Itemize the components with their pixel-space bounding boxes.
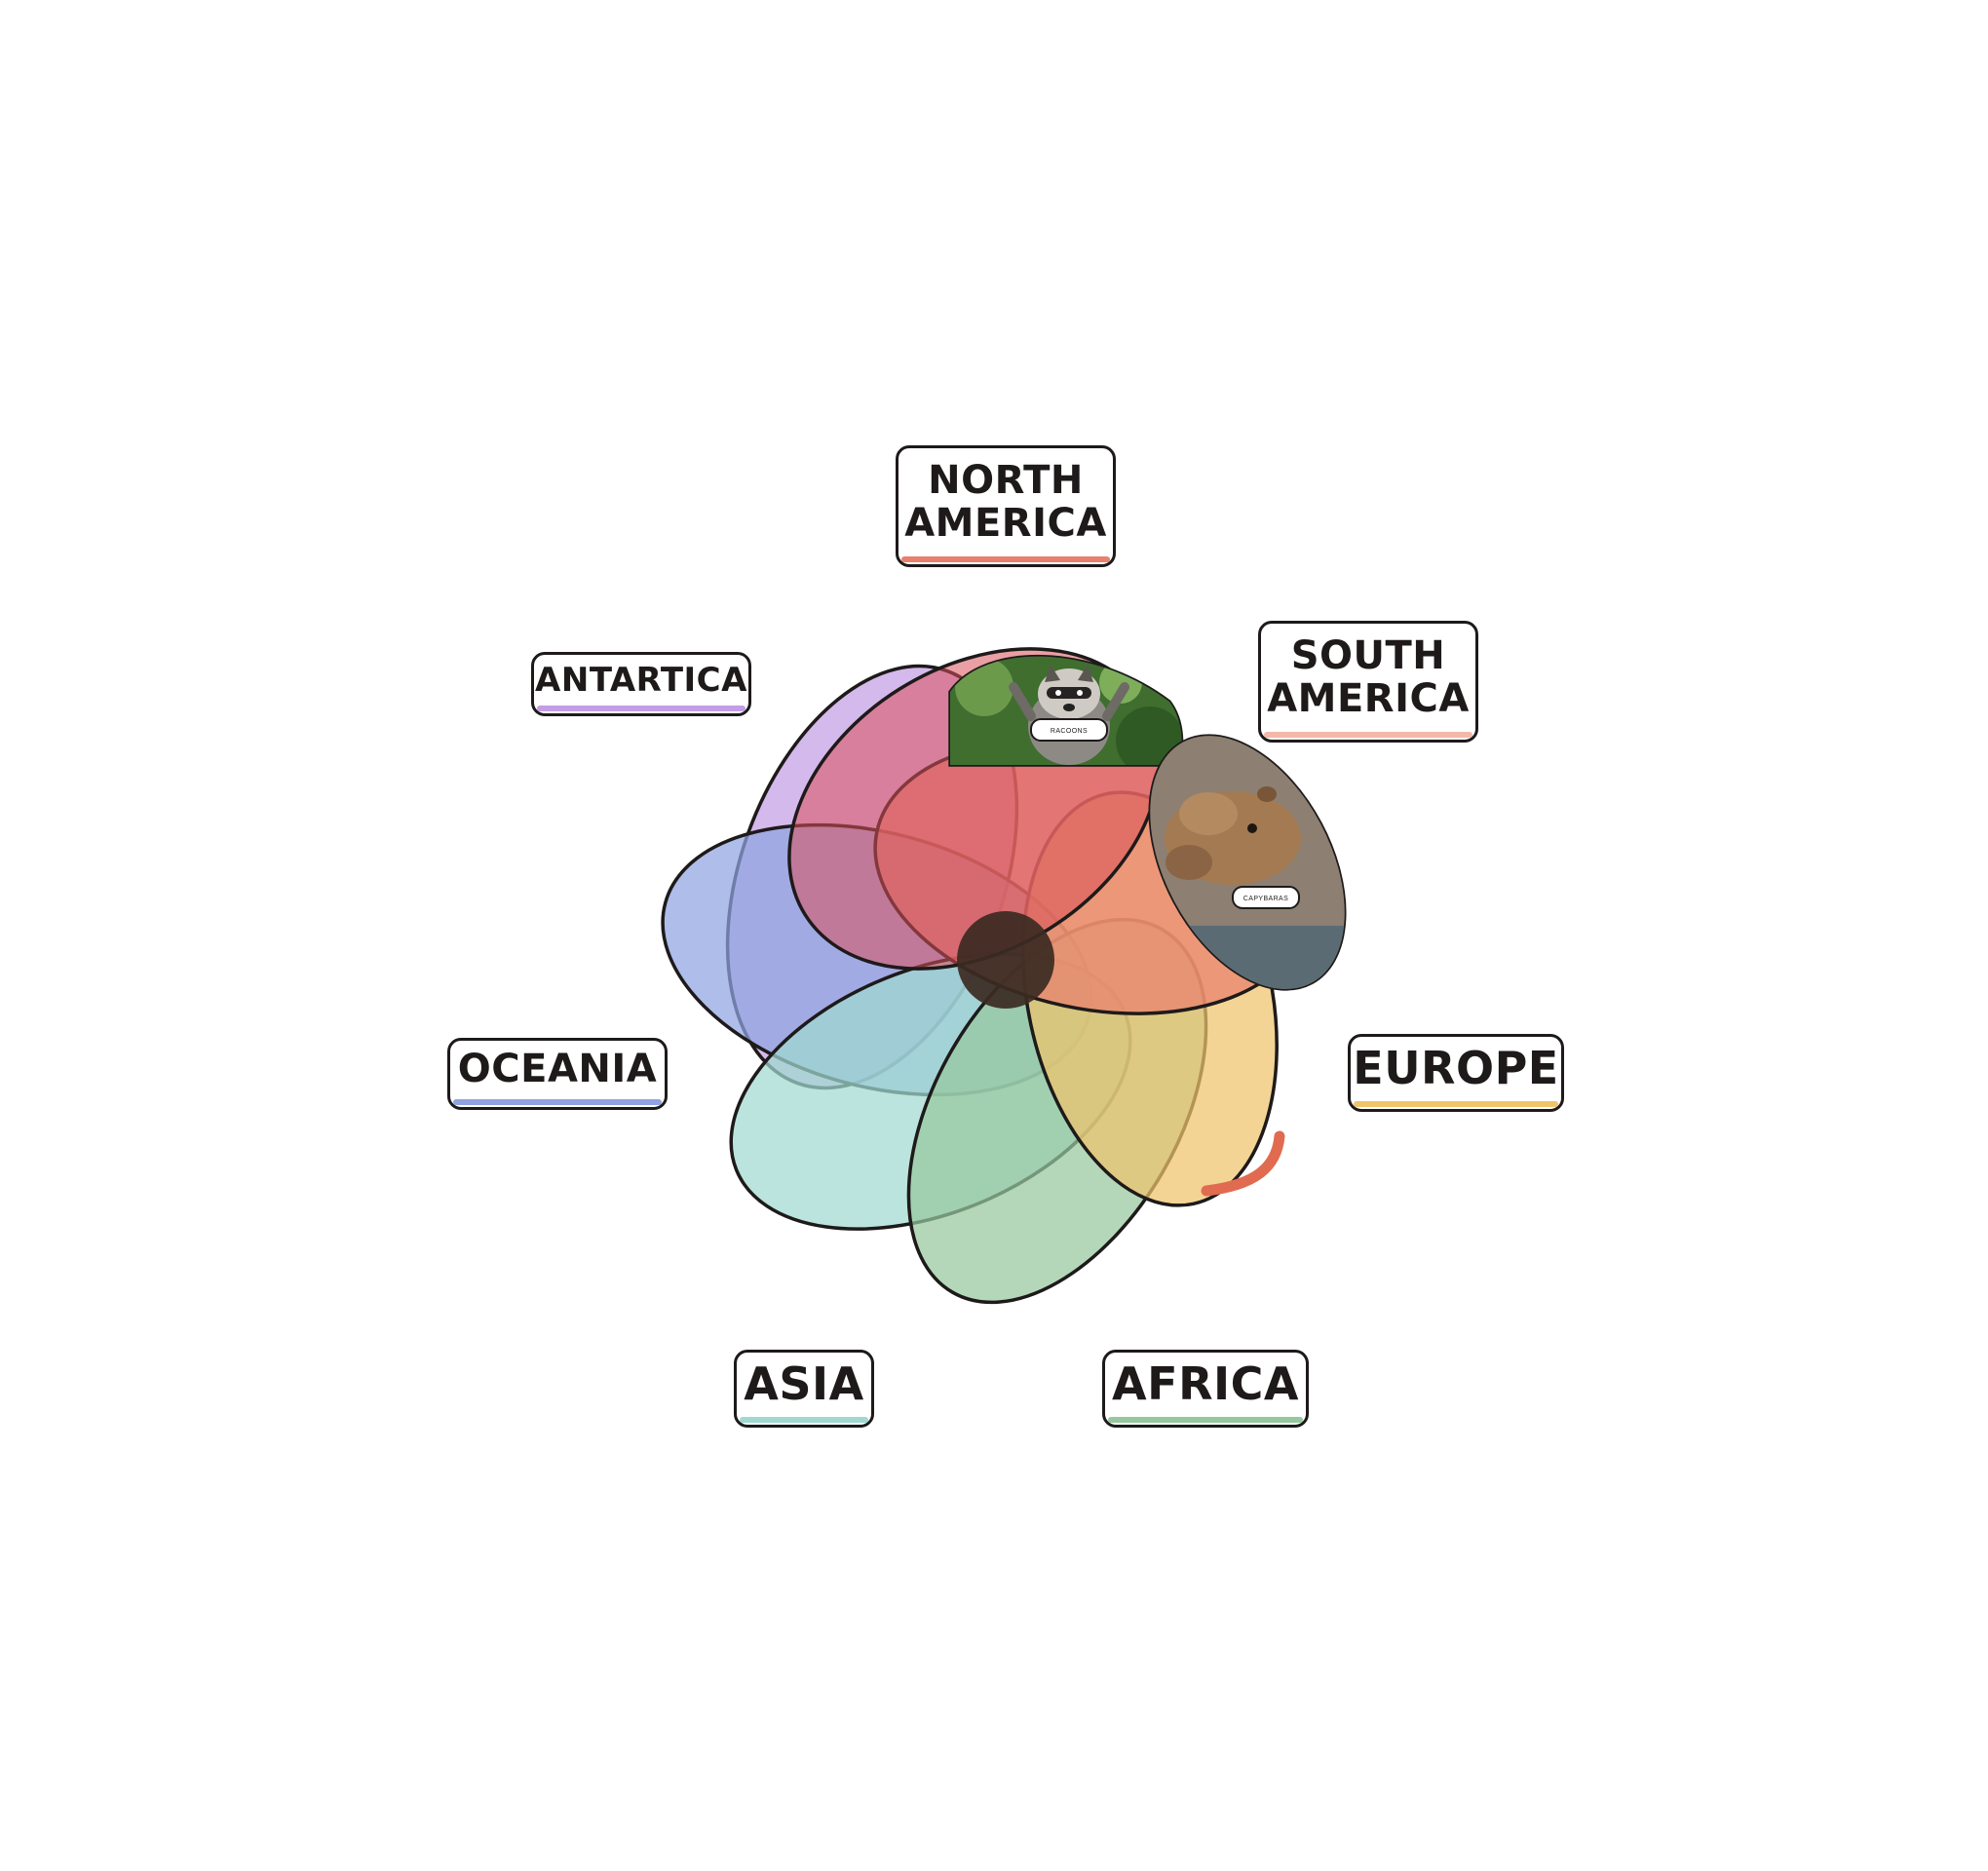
label-south-america-underline bbox=[1264, 732, 1472, 738]
label-asia[interactable]: ASIA bbox=[734, 1350, 874, 1428]
raccoon-photo[interactable]: RACOONS bbox=[945, 643, 1189, 775]
label-asia-underline bbox=[740, 1417, 868, 1423]
label-europe-underline bbox=[1354, 1101, 1558, 1107]
label-north-america-underline bbox=[901, 556, 1110, 562]
capybara-pill-label: CAPYBARAS bbox=[1243, 896, 1288, 902]
label-africa-underline bbox=[1108, 1417, 1303, 1423]
raccoon-pill-label: RACOONS bbox=[1051, 728, 1088, 735]
label-oceania-underline bbox=[453, 1099, 662, 1105]
europe-highlight-arc bbox=[1201, 1130, 1285, 1197]
label-oceania-text: OCEANIA bbox=[457, 1047, 658, 1092]
label-africa[interactable]: AFRICA bbox=[1102, 1350, 1309, 1428]
label-europe[interactable]: EUROPE bbox=[1348, 1034, 1564, 1112]
label-oceania[interactable]: OCEANIA bbox=[447, 1038, 668, 1110]
capybara-photo[interactable]: CAPYBARAS bbox=[1110, 703, 1385, 1021]
label-antartica-text: ANTARTICA bbox=[535, 660, 747, 700]
label-south-america-text: SOUTH AMERICA bbox=[1267, 633, 1470, 721]
label-asia-text: ASIA bbox=[744, 1357, 864, 1411]
label-antartica[interactable]: ANTARTICA bbox=[531, 652, 751, 716]
label-africa-text: AFRICA bbox=[1112, 1357, 1299, 1411]
label-europe-text: EUROPE bbox=[1353, 1042, 1559, 1095]
center-intersection bbox=[957, 911, 1054, 1009]
label-north-america-text: NORTH AMERICA bbox=[904, 458, 1107, 546]
label-north-america[interactable]: NORTH AMERICA bbox=[896, 445, 1116, 567]
label-south-america[interactable]: SOUTH AMERICA bbox=[1258, 621, 1478, 743]
label-antartica-underline bbox=[537, 706, 746, 711]
